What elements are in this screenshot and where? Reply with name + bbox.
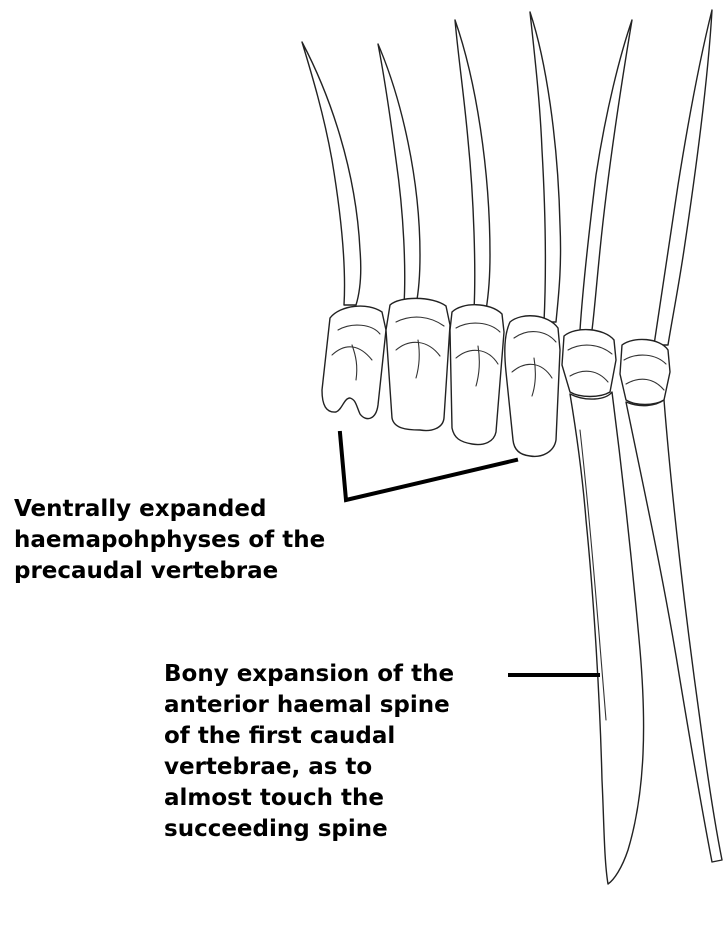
precaudal-annotation-line-2: haemapohphyses of the — [14, 525, 325, 556]
succeeding-haemal-spine — [626, 400, 722, 862]
neural-spine-2 — [378, 44, 420, 305]
precaudal-vertebra-2 — [386, 298, 450, 430]
caudal-annotation-line-2: anterior haemal spine — [164, 690, 454, 721]
neural-spine-3 — [455, 20, 490, 310]
precaudal-annotation-line-1: Ventrally expanded — [14, 494, 325, 525]
caudal-annotation-line-4: vertebrae, as to — [164, 752, 454, 783]
precaudal-annotation-line-3: precaudal vertebrae — [14, 556, 325, 587]
caudal-annotation-line-1: Bony expansion of the — [164, 659, 454, 690]
precaudal-annotation: Ventrally expanded haemapohphyses of the… — [14, 494, 325, 587]
caudal-annotation: Bony expansion of the anterior haemal sp… — [164, 659, 454, 845]
neural-spine-6 — [654, 10, 712, 345]
caudal-annotation-line-6: succeeding spine — [164, 814, 454, 845]
expanded-haemal-spine — [570, 392, 644, 884]
leader-line-precaudal — [340, 433, 516, 500]
caudal-vertebra-2 — [620, 339, 670, 404]
neural-spine-1 — [302, 42, 361, 305]
caudal-annotation-line-3: of the first caudal — [164, 721, 454, 752]
precaudal-vertebra-4 — [505, 316, 560, 457]
precaudal-vertebra-3 — [450, 305, 504, 445]
caudal-vertebra-1 — [562, 330, 616, 397]
neural-spine-5 — [580, 20, 632, 330]
neural-spine-4 — [530, 12, 561, 322]
precaudal-vertebra-1 — [322, 306, 386, 419]
caudal-annotation-line-5: almost touch the — [164, 783, 454, 814]
